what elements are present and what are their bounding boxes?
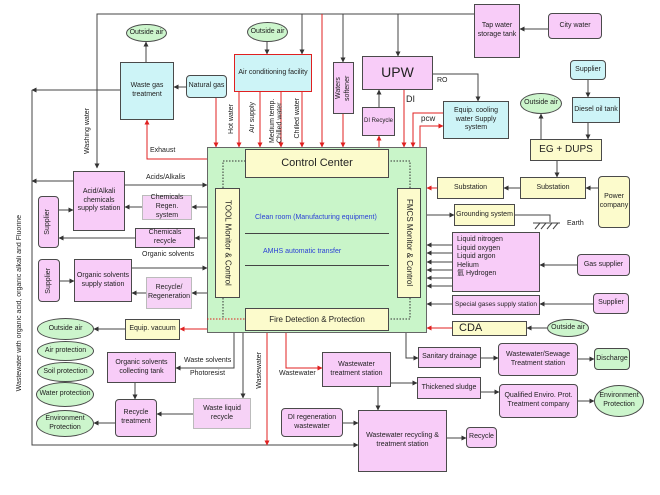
exhaust-label: Exhaust — [150, 147, 176, 154]
outside-air-node: Outside air — [520, 93, 562, 114]
outside-air-node: Outside air — [247, 22, 288, 42]
organic-solvents-collecting-tank: Organic solvents collecting tank — [107, 352, 176, 383]
grounding-system: Grounding system — [454, 204, 515, 226]
diesel-supplier: Supplier — [570, 60, 606, 80]
wastewater-sewage-treatment: Wastewater/Sewage Treatment station — [498, 343, 578, 376]
qualified-enviro-treatment-company: Qualified Enviro. Prot. Treatment compan… — [499, 384, 578, 418]
solvents-supplier: Supplier — [38, 259, 60, 302]
ro-label: RO — [437, 77, 448, 84]
gas-item: Liquid oxygen — [457, 244, 501, 252]
environment-protection: Environment Protection — [36, 410, 94, 437]
gas-item: Helium — [457, 261, 479, 269]
diesel-oil-tank: Diesel oil tank — [572, 97, 620, 123]
special-gases-supplier: Supplier — [593, 293, 629, 314]
organic-wastewater-label: Wastewater with organic acid, organic al… — [16, 215, 23, 392]
photoresist-label: Photoresist — [190, 370, 226, 377]
wastewater-treatment-station: Wastewater treatment station — [322, 352, 391, 387]
tool-label: TOOL Monitor & Control — [223, 200, 233, 286]
clean-room-area — [207, 147, 427, 333]
outside-air-node: Outside air — [126, 24, 167, 42]
control-center: Control Center — [245, 149, 389, 178]
waste-liquid-recycle: Waste liquid recycle — [193, 398, 251, 429]
tool-monitor-control: TOOL Monitor & Control — [215, 188, 240, 298]
acid-alkali-supply-station: Acid/Alkali chemicals supply station — [73, 171, 125, 231]
eg-dups: EG + DUPS — [530, 139, 602, 161]
di-label: DI — [406, 94, 415, 104]
water-protection: Water protection — [36, 382, 94, 407]
gas-item: Liquid argon — [457, 253, 496, 261]
outside-air-node: Outside air — [37, 318, 94, 340]
thickened-sludge: Thickened sludge — [417, 377, 481, 399]
fmcs-monitor-control: FMCS Monitor & Control — [397, 188, 421, 298]
power-company: Power company — [598, 176, 630, 228]
amhs-label: AMHS automatic transfer — [263, 248, 342, 255]
recycle-regeneration: Recycle/ Regeneration — [146, 277, 192, 309]
di-regeneration-wastewater: DI regeneration wastewater — [281, 408, 343, 437]
substation: Substation — [437, 177, 504, 199]
sanitary-drainage: Sanitary drainage — [418, 347, 481, 368]
substation: Substation — [520, 177, 586, 199]
organic-solvents-supply-station: Organic solvents supply station — [74, 259, 132, 302]
recycle-treatment: Recycle treatment — [115, 399, 157, 437]
chemicals-regen-system: Chemicals Regen. system — [142, 194, 192, 220]
waste-gas-treatment: Waste gas treatment — [120, 62, 174, 120]
outside-air-node: Outside air — [547, 319, 589, 337]
earth-label: Earth — [567, 220, 584, 227]
fmcs-label: FMCS Monitor & Control — [405, 199, 414, 287]
discharge: Discharge — [594, 348, 630, 370]
waters-softener: Waters softener — [333, 62, 354, 114]
wastewater-recycling-station: Wastewater recycling & treatment station — [358, 410, 447, 472]
air-conditioning-facility: Air conditioning facility — [234, 54, 312, 92]
wastewater-label: Wastewater — [256, 352, 263, 389]
gas-item: Liquid nitrogen — [457, 236, 503, 243]
divider — [245, 233, 389, 234]
equip-cooling-water-system: Equip. cooling water Supply system — [443, 101, 509, 139]
liquid-gases-box: Liquid nitrogen Liquid oxygen Liquid arg… — [452, 232, 540, 292]
di-recycle: DI Recycle — [362, 107, 395, 136]
acids-alkalis-label: Acids/Alkalis — [146, 174, 186, 181]
organic-solvents-label: Organic solvents — [142, 251, 195, 258]
gas-supplier: Gas supplier — [577, 254, 630, 276]
supplier-label: Supplier — [44, 209, 52, 235]
cda: CDA — [452, 321, 527, 336]
environment-protection: Environment Protection — [594, 385, 644, 417]
soil-protection: Soil protection — [37, 362, 94, 382]
wastewater-label: Wastewater — [279, 370, 316, 377]
supplier-label: Supplier — [44, 267, 52, 294]
natural-gas: Natural gas — [186, 75, 227, 98]
pcw-label: pcw — [421, 114, 436, 123]
gas-item: 氫 Hydrogen — [457, 270, 497, 278]
air-protection: Air protection — [37, 341, 94, 361]
waste-solvents-label: Waste solvents — [184, 357, 232, 364]
city-water: City water — [548, 13, 602, 39]
special-gases-supply-station: Special gases supply station — [452, 295, 540, 315]
chemicals-supplier: Supplier — [38, 196, 59, 248]
chemicals-recycle: Chemicals recycle — [135, 228, 195, 248]
divider — [245, 265, 389, 266]
equip-vacuum: Equip. vacuum — [125, 319, 180, 340]
clean-room-label: Clean room (Manufacturing equipment) — [255, 214, 377, 221]
fire-detection-protection: Fire Detection & Protection — [245, 308, 389, 331]
tap-water-storage-tank: Tap water storage tank — [474, 4, 520, 58]
recycle: Recycle — [466, 427, 497, 448]
upw: UPW — [362, 56, 433, 90]
